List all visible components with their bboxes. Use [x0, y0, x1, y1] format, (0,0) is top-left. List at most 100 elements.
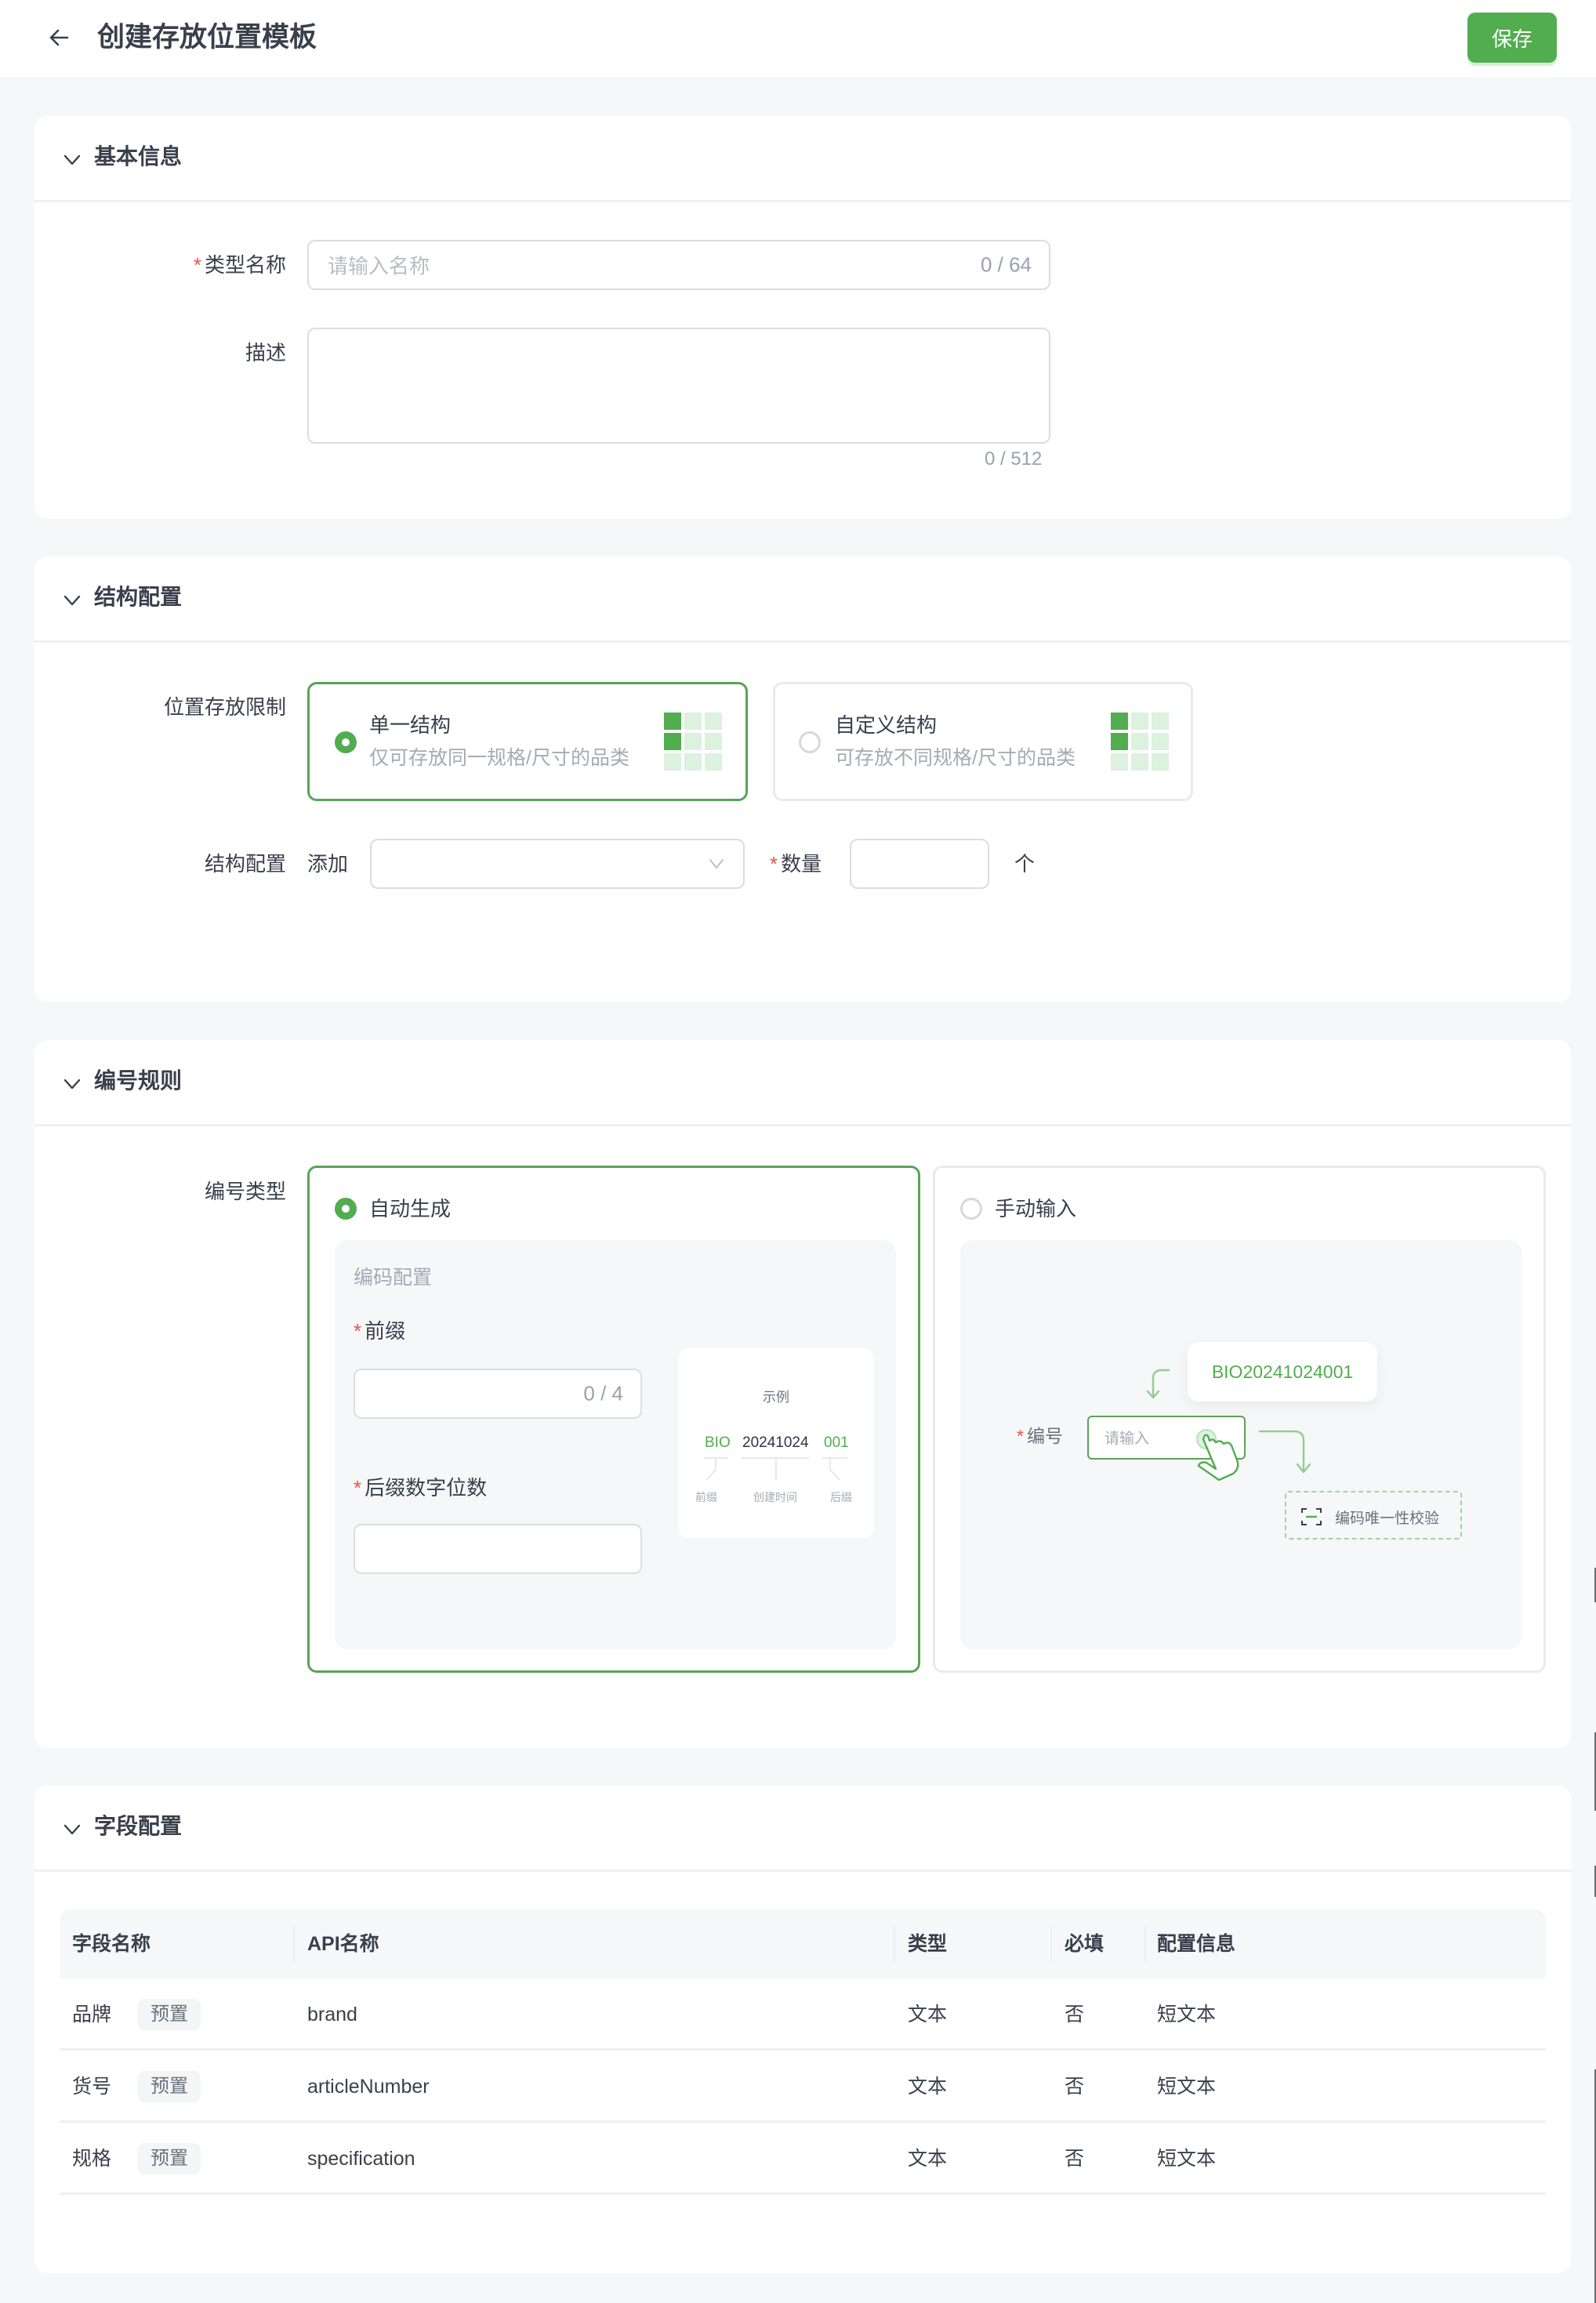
- radio-unchecked[interactable]: [960, 1198, 982, 1220]
- field-required: 否: [1065, 2076, 1085, 2098]
- scrollbar-thumb[interactable]: [1594, 2069, 1596, 2303]
- storage-limit-label: 位置存放限制: [163, 695, 286, 719]
- column-header-type: 类型: [908, 1933, 948, 1955]
- table-row[interactable]: 货号 预置 articleNumber 文本 否 短文本: [60, 2051, 1546, 2123]
- fields-header[interactable]: 字段配置: [34, 1786, 1571, 1872]
- example-date: 20241024: [742, 1434, 809, 1451]
- field-type: 文本: [908, 2076, 948, 2098]
- generated-code-bubble: BIO20241024001: [1188, 1342, 1377, 1402]
- type-name-input[interactable]: 请输入名称 0 / 64: [307, 240, 1050, 290]
- scrollbar-thumb[interactable]: [1594, 1866, 1596, 1897]
- option-description: 仅可存放同一规格/尺寸的品类: [369, 747, 629, 769]
- pointer-hand-icon: [1196, 1429, 1239, 1482]
- preset-tag: 预置: [138, 2143, 201, 2174]
- description-counter: 0 / 512: [985, 448, 1043, 470]
- suffix-digits-input[interactable]: [354, 1524, 642, 1574]
- code-field-label: *编号: [1017, 1426, 1063, 1446]
- column-divider: [293, 1927, 295, 1961]
- required-mark: *: [770, 852, 778, 876]
- grid-structure-icon: [664, 713, 722, 771]
- type-name-counter: 0 / 64: [980, 252, 1032, 277]
- scrollbar-thumb[interactable]: [1594, 1732, 1596, 1811]
- quantity-label: *数量: [770, 852, 822, 876]
- example-connector-lines: [704, 1457, 847, 1481]
- uniqueness-check-label: 编码唯一性校验: [1335, 1511, 1440, 1527]
- fields-card: 字段配置: [34, 1786, 1571, 2273]
- field-config: 短文本: [1157, 2148, 1217, 2170]
- grid-structure-icon: [1111, 713, 1169, 771]
- type-name-placeholder: 请输入名称: [328, 254, 430, 278]
- structure-select[interactable]: [370, 839, 745, 889]
- basic-info-card: 基本信息: [34, 116, 1571, 519]
- prefix-label: *前缀: [354, 1319, 406, 1343]
- example-title: 示例: [763, 1390, 789, 1405]
- scrollbar-thumb[interactable]: [1594, 1568, 1596, 1602]
- arrow-left-icon[interactable]: [45, 24, 74, 52]
- radio-checked[interactable]: [335, 1198, 357, 1220]
- field-type: 文本: [908, 2148, 948, 2170]
- field-name: 货号: [72, 2076, 112, 2098]
- numbering-header[interactable]: 编号规则: [34, 1040, 1571, 1126]
- prefix-input[interactable]: 0 / 4: [354, 1369, 642, 1419]
- chevron-down-icon[interactable]: [61, 149, 83, 171]
- radio-checked[interactable]: [335, 731, 357, 753]
- api-name: specification: [307, 2148, 415, 2170]
- add-label: 添加: [307, 852, 349, 876]
- single-structure-option[interactable]: 单一结构 仅可存放同一规格/尺寸的品类: [307, 682, 748, 801]
- column-header-field-name: 字段名称: [72, 1933, 151, 1955]
- basic-info-header[interactable]: 基本信息: [34, 116, 1571, 202]
- section-title: 结构配置: [94, 585, 183, 609]
- example-date-caption: 创建时间: [753, 1491, 797, 1503]
- field-required: 否: [1065, 2148, 1085, 2170]
- radio-unchecked[interactable]: [799, 731, 821, 753]
- section-title: 字段配置: [94, 1814, 183, 1838]
- unit-label: 个: [1014, 852, 1036, 876]
- top-bar: 创建存放位置模板 保存: [0, 0, 1596, 77]
- section-title: 基本信息: [94, 144, 183, 169]
- example-prefix-caption: 前缀: [695, 1491, 717, 1503]
- column-divider: [894, 1927, 895, 1961]
- option-title: 手动输入: [995, 1197, 1077, 1220]
- description-textarea[interactable]: [307, 328, 1050, 444]
- api-name: articleNumber: [307, 2076, 430, 2098]
- chevron-down-icon[interactable]: [61, 589, 83, 611]
- field-config: 短文本: [1157, 2076, 1217, 2098]
- required-mark: *: [354, 1319, 362, 1343]
- quantity-input[interactable]: [850, 839, 989, 889]
- required-mark: *: [354, 1476, 362, 1500]
- table-row[interactable]: 规格 预置 specification 文本 否 短文本: [60, 2123, 1546, 2195]
- option-description: 可存放不同规格/尺寸的品类: [835, 747, 1075, 769]
- auto-generate-option[interactable]: 自动生成 编码配置 *前缀 0 / 4 *后缀数字位数 示例 BIO 20241…: [307, 1166, 920, 1673]
- field-type: 文本: [908, 2004, 948, 2026]
- column-header-required: 必填: [1065, 1933, 1105, 1955]
- column-header-api-name: API名称: [307, 1933, 379, 1955]
- option-title: 自动生成: [369, 1197, 452, 1220]
- structure-header[interactable]: 结构配置: [34, 557, 1571, 643]
- chevron-down-icon: [709, 859, 724, 869]
- numbering-example-card: 示例 BIO 20241024 001 前缀 创建时间 后缀: [678, 1348, 874, 1538]
- save-button[interactable]: 保存: [1467, 13, 1557, 63]
- prefix-counter: 0 / 4: [583, 1381, 623, 1405]
- encoding-config-title: 编码配置: [354, 1267, 433, 1289]
- arrow-down-right-icon: [1258, 1430, 1311, 1474]
- custom-structure-option[interactable]: 自定义结构 可存放不同规格/尺寸的品类: [773, 682, 1193, 801]
- suffix-digits-label: *后缀数字位数: [354, 1476, 488, 1500]
- chevron-down-icon[interactable]: [61, 1819, 83, 1841]
- required-mark: *: [193, 253, 201, 277]
- page-title: 创建存放位置模板: [97, 22, 317, 53]
- numbering-type-label: 编号类型: [204, 1180, 286, 1203]
- field-required: 否: [1065, 2004, 1085, 2026]
- table-row[interactable]: 品牌 预置 brand 文本 否 短文本: [60, 1978, 1546, 2051]
- fields-table: 字段名称 API名称 类型 必填 配置信息 品牌 预置 brand 文本 否 短…: [60, 1909, 1546, 2195]
- api-name: brand: [307, 2004, 357, 2026]
- arrow-curve-icon: [1146, 1369, 1170, 1399]
- example-suffix: 001: [824, 1434, 849, 1451]
- demo-input-placeholder: 请输入: [1105, 1431, 1150, 1447]
- table-header: 字段名称 API名称 类型 必填 配置信息: [60, 1909, 1546, 1978]
- example-suffix-caption: 后缀: [830, 1491, 852, 1503]
- field-config: 短文本: [1157, 2004, 1217, 2026]
- manual-input-option[interactable]: 手动输入 BIO20241024001 *编号 请输入 编码唯一性校验: [933, 1166, 1546, 1673]
- chevron-down-icon[interactable]: [61, 1073, 83, 1095]
- example-prefix: BIO: [705, 1434, 731, 1451]
- description-label: 描述: [245, 341, 286, 364]
